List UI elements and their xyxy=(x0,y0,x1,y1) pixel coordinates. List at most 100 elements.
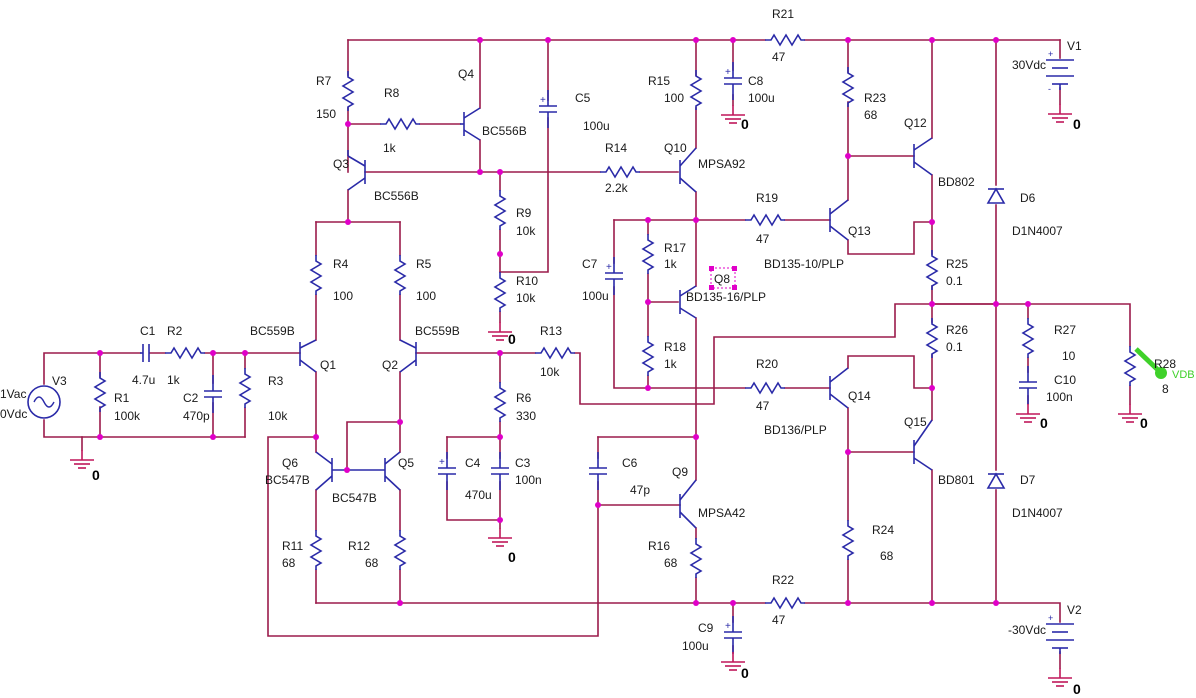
label-r11-value: 68 xyxy=(282,556,296,570)
label-c7-value: 100u xyxy=(582,289,609,303)
ground-label: 0 xyxy=(1073,681,1081,697)
label-r21-name: R21 xyxy=(772,7,794,21)
label-c3-name: C3 xyxy=(515,456,531,470)
label-q14-part: BD136/PLP xyxy=(764,423,827,437)
label-c5-name: C5 xyxy=(575,91,591,105)
resistor-r17 xyxy=(642,233,654,275)
label-q15-name: Q15 xyxy=(904,415,927,429)
transistor-q15 xyxy=(913,419,933,471)
resistor-r10 xyxy=(494,271,506,313)
label-r10-name: R10 xyxy=(516,274,538,288)
source-v2: + xyxy=(1046,613,1074,654)
label-r22-name: R22 xyxy=(772,573,794,587)
diodes xyxy=(986,187,1006,489)
label-v1-value: 30Vdc xyxy=(1012,58,1046,72)
source-v1: + - xyxy=(1046,49,1074,94)
resistor-r22 xyxy=(764,597,806,609)
ground-label: 0 xyxy=(1073,116,1081,132)
resistor-r5 xyxy=(394,254,406,296)
resistor-r25 xyxy=(926,249,938,291)
label-r24-value: 68 xyxy=(880,549,894,563)
label-c5-value: 100u xyxy=(583,119,610,133)
transistor-q1 xyxy=(299,339,317,373)
label-c1-name: C1 xyxy=(140,324,156,338)
label-r11-name: R11 xyxy=(282,539,303,553)
label-c10-name: C10 xyxy=(1054,373,1076,387)
label-v1-name: V1 xyxy=(1067,39,1082,53)
label-q6-name: Q6 xyxy=(282,456,298,470)
transistor-q4 xyxy=(460,107,481,141)
capacitor-c3 xyxy=(490,451,510,491)
resistor-r13 xyxy=(534,347,576,359)
label-r26-name: R26 xyxy=(946,323,968,337)
label-q3-part: BC556B xyxy=(374,189,419,203)
resistor-r27 xyxy=(1022,317,1034,359)
label-r6-name: R6 xyxy=(516,391,532,405)
transistor-q10 xyxy=(679,147,697,193)
label-r7-name: R7 xyxy=(316,74,332,88)
label-c2-name: C2 xyxy=(183,391,199,405)
label-r28-name: R28 xyxy=(1154,357,1176,371)
label-r18-value: 1k xyxy=(664,357,678,371)
label-r24-name: R24 xyxy=(872,523,894,537)
source-v3 xyxy=(27,385,61,419)
label-r1-name: R1 xyxy=(114,391,130,405)
label-r4-name: R4 xyxy=(333,257,349,271)
label-r17-name: R17 xyxy=(664,241,686,255)
ground-symbol xyxy=(1047,103,1073,123)
capacitor-c4 xyxy=(437,451,457,491)
label-q10-name: Q10 xyxy=(664,141,687,155)
label-r17-value: 1k xyxy=(664,257,678,271)
label-q9-name: Q9 xyxy=(672,465,688,479)
label-r23-value: 68 xyxy=(864,108,878,122)
ground-symbol xyxy=(69,449,95,469)
capacitor-c5 xyxy=(538,89,558,129)
label-r20-value: 47 xyxy=(756,399,770,413)
label-r5-name: R5 xyxy=(416,257,432,271)
label-probe: VDB xyxy=(1172,369,1195,381)
label-c9-name: C9 xyxy=(698,621,714,635)
label-q2-name: Q2 xyxy=(382,358,398,372)
ground-label: 0 xyxy=(741,665,749,681)
label-r2-name: R2 xyxy=(167,324,183,338)
label-q8-name: Q8 xyxy=(714,272,730,286)
label-r28-value: 8 xyxy=(1162,382,1169,396)
label-c4-name: C4 xyxy=(465,456,481,470)
selection-handles[interactable] xyxy=(709,266,737,290)
label-q12-name: Q12 xyxy=(904,116,927,130)
diode-d7 xyxy=(986,472,1006,489)
label-c3-value: 100n xyxy=(515,473,542,487)
label-q12-part: BD802 xyxy=(938,175,975,189)
ground-label: 0 xyxy=(92,467,100,483)
label-q9-part: MPSA42 xyxy=(698,506,746,520)
label-r14-value: 2.2k xyxy=(605,181,629,195)
resistor-r15 xyxy=(690,69,702,111)
label-r26-value: 0.1 xyxy=(946,340,963,354)
label-r6-value: 330 xyxy=(516,409,536,423)
svg-text:-: - xyxy=(1048,84,1051,94)
label-c2-value: 470p xyxy=(183,409,210,423)
resistor-r4 xyxy=(310,254,322,296)
transistor-q13 xyxy=(829,199,849,241)
label-q1-name: Q1 xyxy=(320,358,336,372)
resistor-r24 xyxy=(842,519,854,561)
label-q3-name: Q3 xyxy=(333,157,349,171)
resistor-r7 xyxy=(342,70,354,112)
label-v3-name: V3 xyxy=(52,374,67,388)
ground-symbol xyxy=(487,527,513,547)
label-r9-value: 10k xyxy=(516,224,536,238)
label-r27-value: 10 xyxy=(1062,349,1076,363)
label-v3-dc: 0Vdc xyxy=(0,407,27,421)
capacitors xyxy=(140,61,1038,655)
resistor-r23 xyxy=(842,66,854,108)
resistor-r11 xyxy=(310,529,322,571)
label-d6-part: D1N4007 xyxy=(1012,224,1063,238)
diode-d6 xyxy=(986,187,1006,204)
voltage-probe[interactable] xyxy=(1134,347,1167,379)
label-c8-value: 100u xyxy=(748,91,775,105)
junction-dots xyxy=(97,37,1031,606)
label-q5-name: Q5 xyxy=(398,456,414,470)
resistor-r12 xyxy=(394,529,406,571)
label-d6-name: D6 xyxy=(1020,191,1036,205)
